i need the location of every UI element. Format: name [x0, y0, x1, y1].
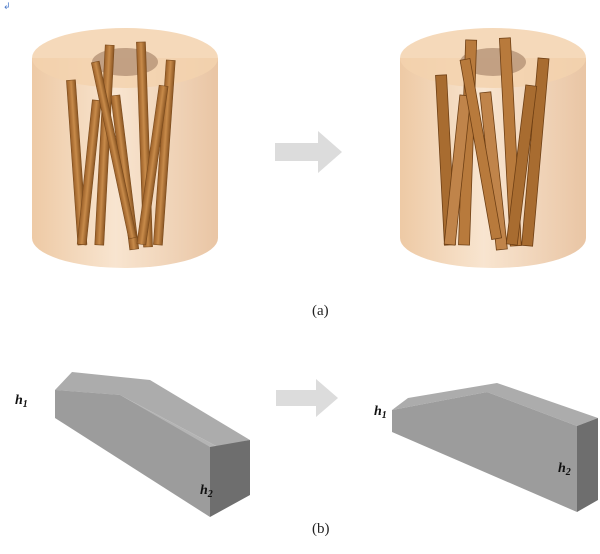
- label-left-h2: h2: [200, 483, 213, 500]
- svg-text:h1: h1: [15, 393, 28, 410]
- return-icon: ↲: [3, 2, 11, 12]
- block-top-face: [392, 383, 598, 426]
- label-left-h1: h1: [15, 393, 28, 410]
- rod: [505, 84, 538, 246]
- svg-text:h2: h2: [200, 483, 213, 500]
- prism-block-left: [55, 372, 250, 517]
- block-front-face: [55, 390, 210, 517]
- rod: [521, 57, 550, 247]
- caption-a: (a): [312, 303, 329, 319]
- cylinder-square-rods: [400, 28, 586, 268]
- arrow-right-icon: [275, 131, 342, 173]
- block-side-face: [210, 440, 250, 517]
- block-front-face: [392, 392, 577, 512]
- rod: [91, 60, 137, 240]
- label-right-h2: h2: [558, 461, 571, 478]
- cylinder-round-rods: [32, 28, 218, 268]
- svg-text:h2: h2: [558, 461, 571, 478]
- round-rods: [66, 41, 176, 251]
- rod: [136, 84, 169, 246]
- caption-b: (b): [312, 521, 330, 537]
- svg-text:h1: h1: [374, 404, 387, 421]
- rod: [76, 99, 102, 246]
- arrow-right-icon: [276, 379, 338, 417]
- prism-block-right: [392, 383, 598, 512]
- label-right-h1: h1: [374, 404, 387, 421]
- rod: [153, 59, 176, 246]
- rod: [443, 94, 472, 246]
- rod: [459, 58, 503, 240]
- block-top-face: [55, 372, 250, 447]
- square-rods: [435, 37, 550, 251]
- cylinder-hole: [92, 48, 158, 76]
- block-side-face: [577, 418, 598, 512]
